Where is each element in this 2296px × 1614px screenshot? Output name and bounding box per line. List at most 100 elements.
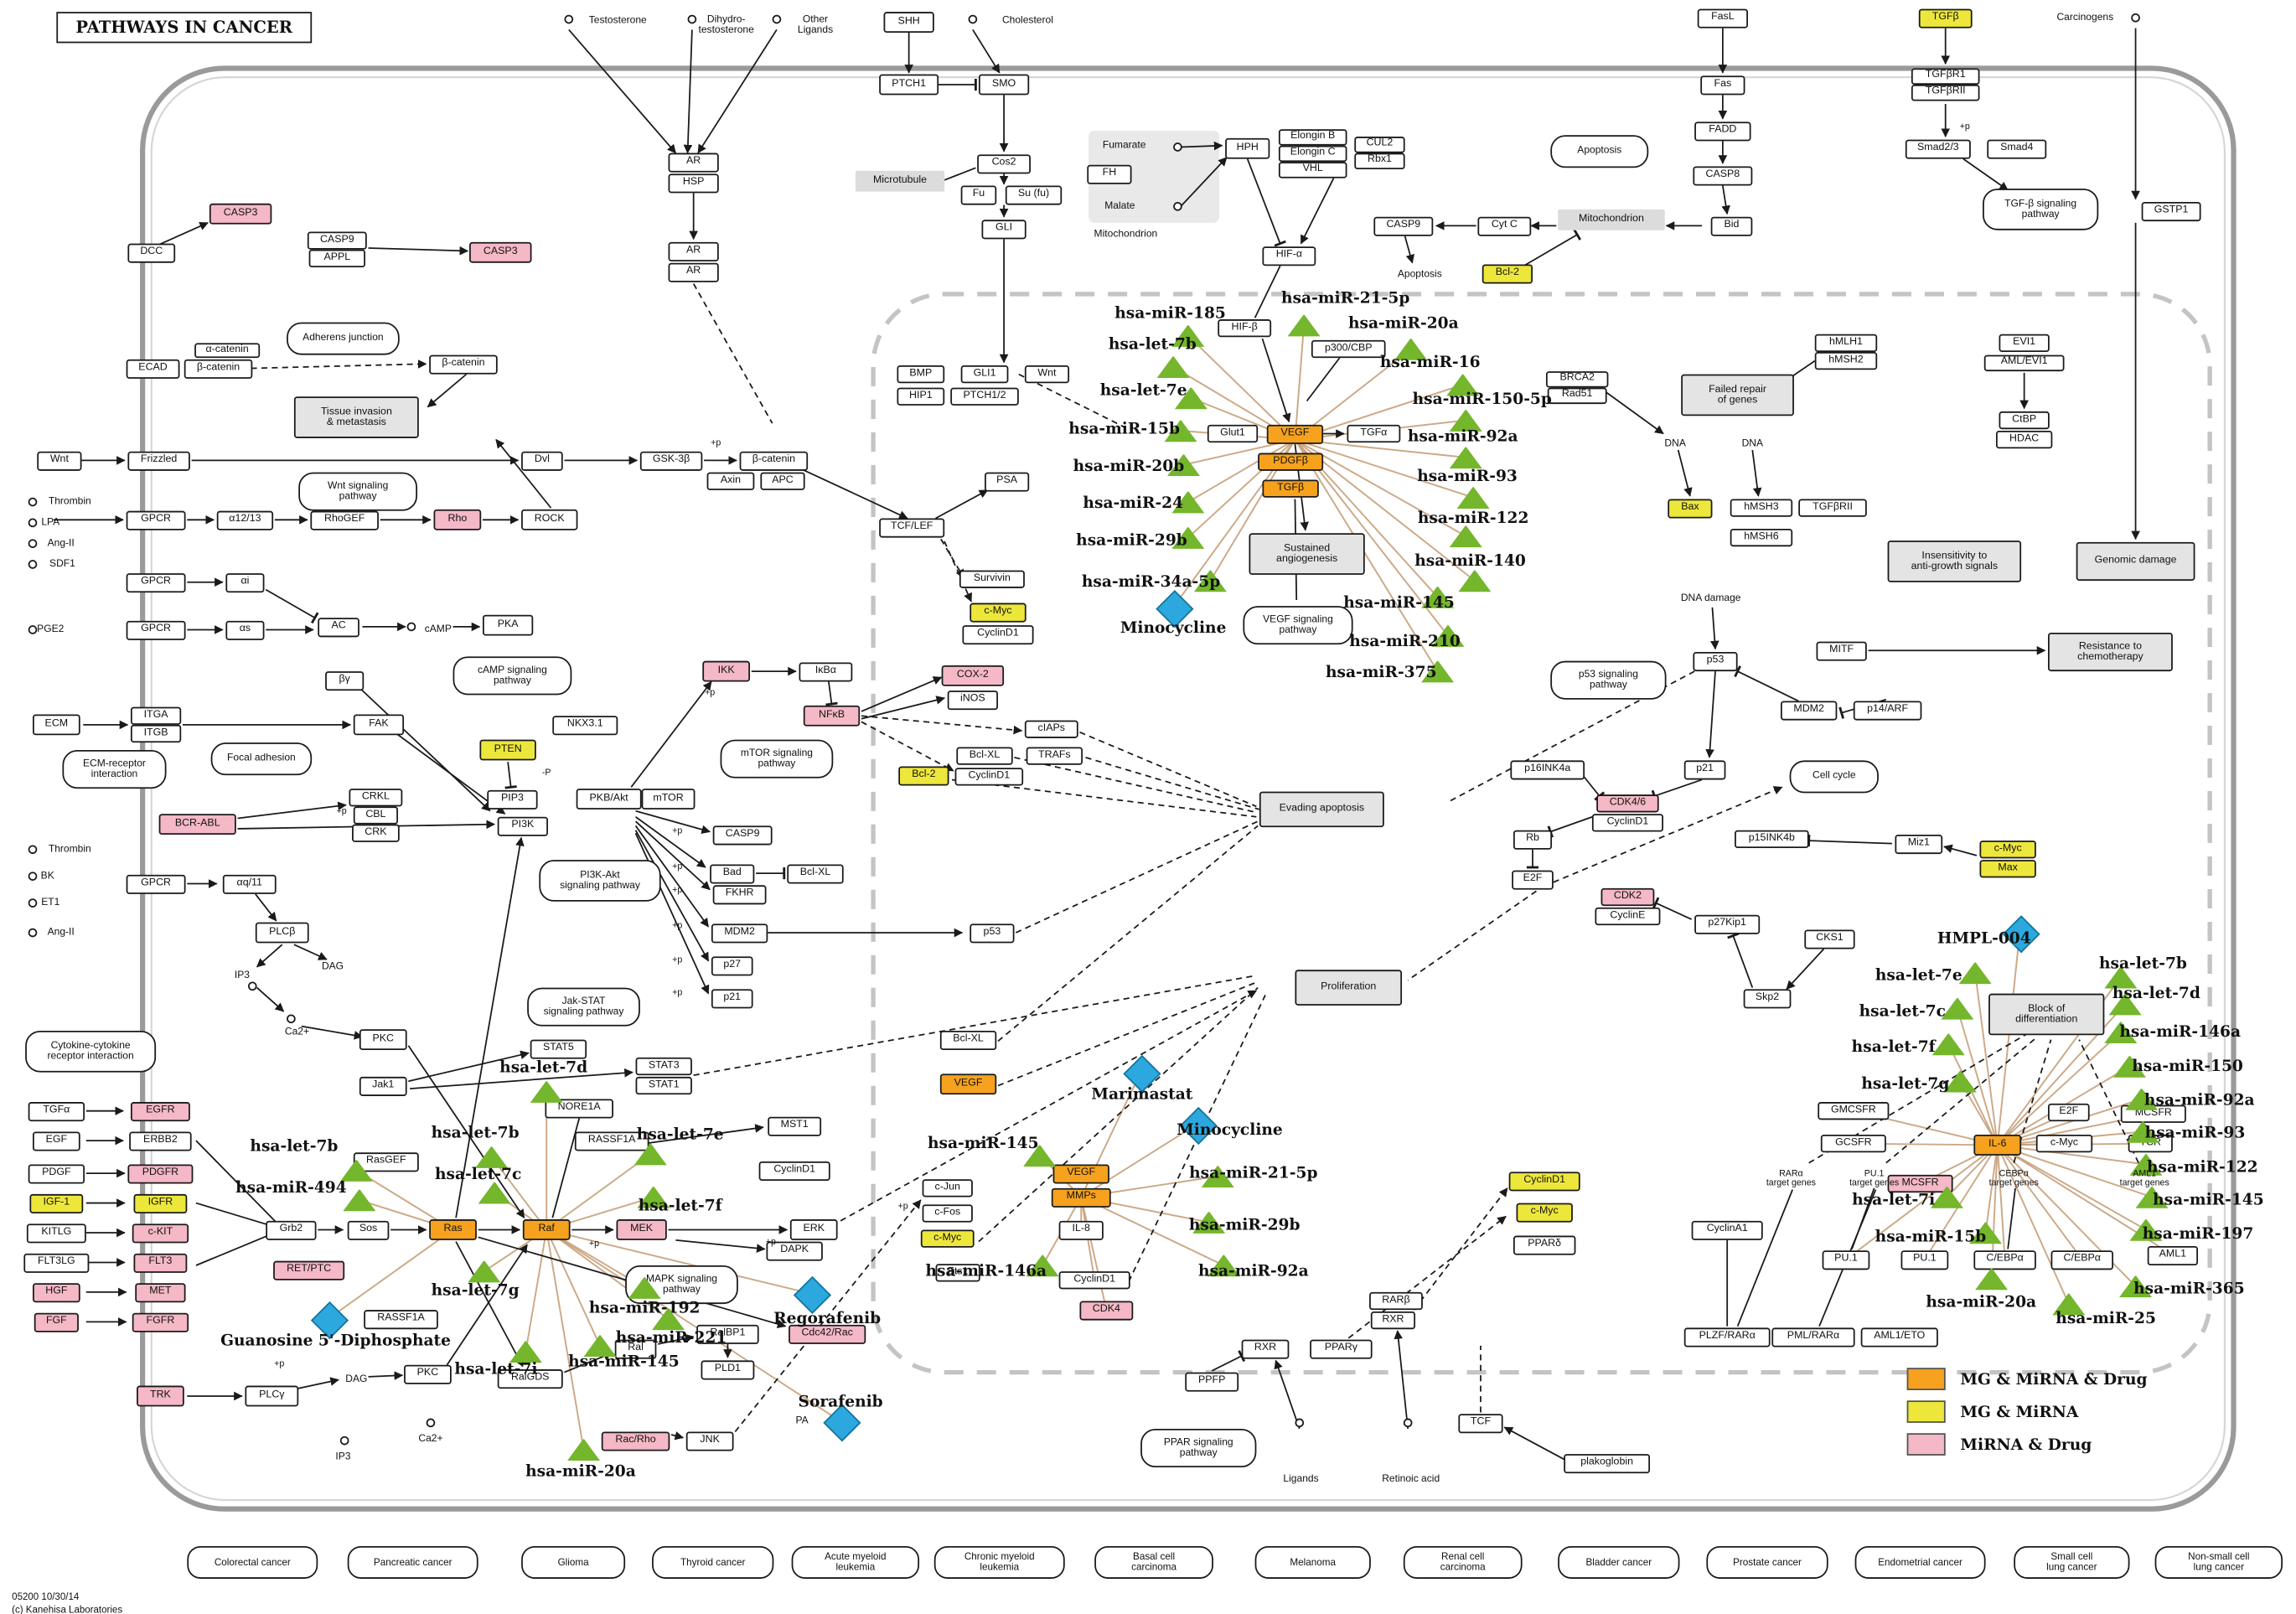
gene-dapk[interactable]: DAPK xyxy=(766,1240,823,1260)
gene-ctbp[interactable]: CtBP xyxy=(1999,411,2050,430)
gene-p21[interactable]: p21 xyxy=(711,988,753,1008)
gene-c-myc[interactable]: c-Myc xyxy=(920,1229,975,1248)
gene-p14-arf[interactable]: p14/ARF xyxy=(1853,700,1922,720)
gene-vegf[interactable]: VEGF xyxy=(1052,1163,1109,1183)
gene-pten[interactable]: PTEN xyxy=(479,739,536,761)
gene-shh[interactable]: SHH xyxy=(883,12,934,33)
cancer-colorectal-cancer[interactable]: Colorectal cancer xyxy=(187,1545,318,1579)
gene-ppfp[interactable]: PPFP xyxy=(1185,1371,1239,1391)
pathway-mtor-signaling-pathway[interactable]: mTOR signaling pathway xyxy=(720,739,834,779)
gene-pkb-akt[interactable]: PKB/Akt xyxy=(576,789,642,810)
gene-tgf-r1[interactable]: TGFβR1 xyxy=(1911,67,1980,85)
gene-catenin[interactable]: β-catenin xyxy=(739,450,809,470)
pathway-adherens-junction[interactable]: Adherens junction xyxy=(287,322,400,355)
gene-stat3[interactable]: STAT3 xyxy=(635,1057,692,1076)
gene-bid[interactable]: Bid xyxy=(1710,215,1753,235)
gene-su-fu[interactable]: Su (fu) xyxy=(1005,184,1063,204)
gene-dvl[interactable]: Dvl xyxy=(521,450,563,470)
gene-survivin[interactable]: Survivin xyxy=(959,570,1025,588)
gene-hmsh3[interactable]: hMSH3 xyxy=(1730,499,1793,517)
gene-rasgef[interactable]: RasGEF xyxy=(353,1151,419,1172)
gene-jak1[interactable]: Jak1 xyxy=(359,1076,407,1096)
gene-pkc[interactable]: PKC xyxy=(359,1029,407,1051)
gene-ppar[interactable]: PPARγ xyxy=(1310,1338,1373,1358)
cancer-bladder-cancer[interactable]: Bladder cancer xyxy=(1558,1545,1680,1579)
gene-plc[interactable]: PLCγ xyxy=(245,1385,299,1407)
gene-aml1-eto[interactable]: AML1/ETO xyxy=(1860,1327,1938,1347)
gene-flt3[interactable]: FLT3 xyxy=(133,1252,188,1272)
gene-ar[interactable]: AR xyxy=(668,152,719,172)
gene-c-myc[interactable]: c-Myc xyxy=(1516,1202,1573,1222)
gene-p27kip1[interactable]: p27Kip1 xyxy=(1694,913,1761,934)
gene-erk[interactable]: ERK xyxy=(789,1219,838,1240)
cancer-thyroid-cancer[interactable]: Thyroid cancer xyxy=(652,1545,774,1579)
gene-mmps[interactable]: MMPs xyxy=(1051,1187,1111,1207)
gene-fadd[interactable]: FADD xyxy=(1694,121,1751,141)
gene-trafs[interactable]: TRAFs xyxy=(1026,747,1083,765)
gene-fasl[interactable]: FasL xyxy=(1697,8,1748,28)
gene-casp9[interactable]: CASP9 xyxy=(712,825,773,845)
gene-hif[interactable]: HIF-β xyxy=(1218,319,1272,338)
gene-fkhr[interactable]: FKHR xyxy=(712,884,767,904)
gene-p15ink4b[interactable]: p15INK4b xyxy=(1735,830,1809,848)
gene-p27[interactable]: p27 xyxy=(711,955,753,975)
gene-cycline[interactable]: CyclinE xyxy=(1595,907,1661,926)
gene-catenin[interactable]: β-catenin xyxy=(429,354,498,374)
gene-ppar[interactable]: PPARδ xyxy=(1513,1234,1576,1254)
gene-pld1[interactable]: PLD1 xyxy=(701,1359,755,1379)
gene-rbx1[interactable]: Rbx1 xyxy=(1354,152,1405,169)
cancer-pancreatic-cancer[interactable]: Pancreatic cancer xyxy=(347,1545,478,1579)
gene-erbb2[interactable]: ERBB2 xyxy=(129,1130,192,1151)
gene-p53[interactable]: p53 xyxy=(970,923,1015,943)
gene-nkx3-1[interactable]: NKX3.1 xyxy=(552,715,618,735)
gene-frizzled[interactable]: Frizzled xyxy=(127,450,190,470)
gene-e2f[interactable]: E2F xyxy=(1512,869,1554,889)
gene-gstp1[interactable]: GSTP1 xyxy=(2141,201,2201,221)
gene-axin[interactable]: Axin xyxy=(706,472,755,490)
gene-bcl-xl[interactable]: Bcl-XL xyxy=(956,747,1013,765)
gene-tgf[interactable]: TGFβ xyxy=(1262,479,1319,498)
gene-gpcr[interactable]: GPCR xyxy=(126,510,186,530)
gene-aml-evi1[interactable]: AML/EVI1 xyxy=(1983,354,2065,371)
gene-tgf-rii[interactable]: TGFβRII xyxy=(1911,84,1980,101)
gene-mek[interactable]: MEK xyxy=(616,1219,667,1240)
gene-met[interactable]: MET xyxy=(135,1282,186,1302)
gene-c-myc[interactable]: c-Myc xyxy=(2035,1135,2093,1153)
gene-cdk4-6[interactable]: CDK4/6 xyxy=(1596,794,1659,813)
gene-i-b[interactable]: IκBα xyxy=(799,661,853,681)
gene-vegf[interactable]: VEGF xyxy=(1266,423,1324,444)
gene-casp8[interactable]: CASP8 xyxy=(1693,165,1753,185)
gene-gpcr[interactable]: GPCR xyxy=(126,619,186,639)
gene-cyclind1[interactable]: CyclinD1 xyxy=(954,768,1024,786)
gene-bcl-xl[interactable]: Bcl-XL xyxy=(939,1030,997,1050)
gene-cdk2[interactable]: CDK2 xyxy=(1600,887,1655,907)
gene-rock[interactable]: ROCK xyxy=(521,509,578,530)
gene-fh[interactable]: FH xyxy=(1087,163,1132,184)
gene-s[interactable]: αs xyxy=(225,619,265,639)
gene-aml1[interactable]: AML1 xyxy=(2147,1245,2199,1265)
gene-cbl[interactable]: CBL xyxy=(353,806,398,825)
gene-evi1[interactable]: EVI1 xyxy=(1999,334,2050,353)
gene-gpcr[interactable]: GPCR xyxy=(126,572,186,592)
gene-c-jun[interactable]: c-Jun xyxy=(922,1179,973,1198)
gene-pu-1[interactable]: PU.1 xyxy=(1822,1249,1870,1270)
gene-ikk[interactable]: IKK xyxy=(702,660,751,682)
gene-c-myc[interactable]: c-Myc xyxy=(970,602,1026,622)
gene-catenin[interactable]: β-catenin xyxy=(184,359,253,379)
gene-plc[interactable]: PLCβ xyxy=(255,922,309,944)
gene-pka[interactable]: PKA xyxy=(482,614,534,636)
gene-stat5[interactable]: STAT5 xyxy=(530,1038,587,1058)
pathway-camp-signaling-pathway[interactable]: cAMP signaling pathway xyxy=(452,656,572,696)
gene-ecm[interactable]: ECM xyxy=(32,714,80,736)
gene-igfr[interactable]: IGFR xyxy=(133,1193,188,1213)
gene-cyt-c[interactable]: Cyt C xyxy=(1477,215,1532,235)
gene-gsk-3[interactable]: GSK-3β xyxy=(639,450,703,470)
gene-ar[interactable]: AR xyxy=(668,241,719,261)
gene-psa[interactable]: PSA xyxy=(985,471,1030,491)
gene-ecad[interactable]: ECAD xyxy=(126,359,180,379)
cancer-melanoma[interactable]: Melanoma xyxy=(1254,1545,1371,1579)
gene-hsp[interactable]: HSP xyxy=(668,173,719,193)
gene-cyclind1[interactable]: CyclinD1 xyxy=(962,624,1034,644)
gene-ac[interactable]: AC xyxy=(318,617,359,637)
gene-sos[interactable]: Sos xyxy=(347,1219,390,1239)
